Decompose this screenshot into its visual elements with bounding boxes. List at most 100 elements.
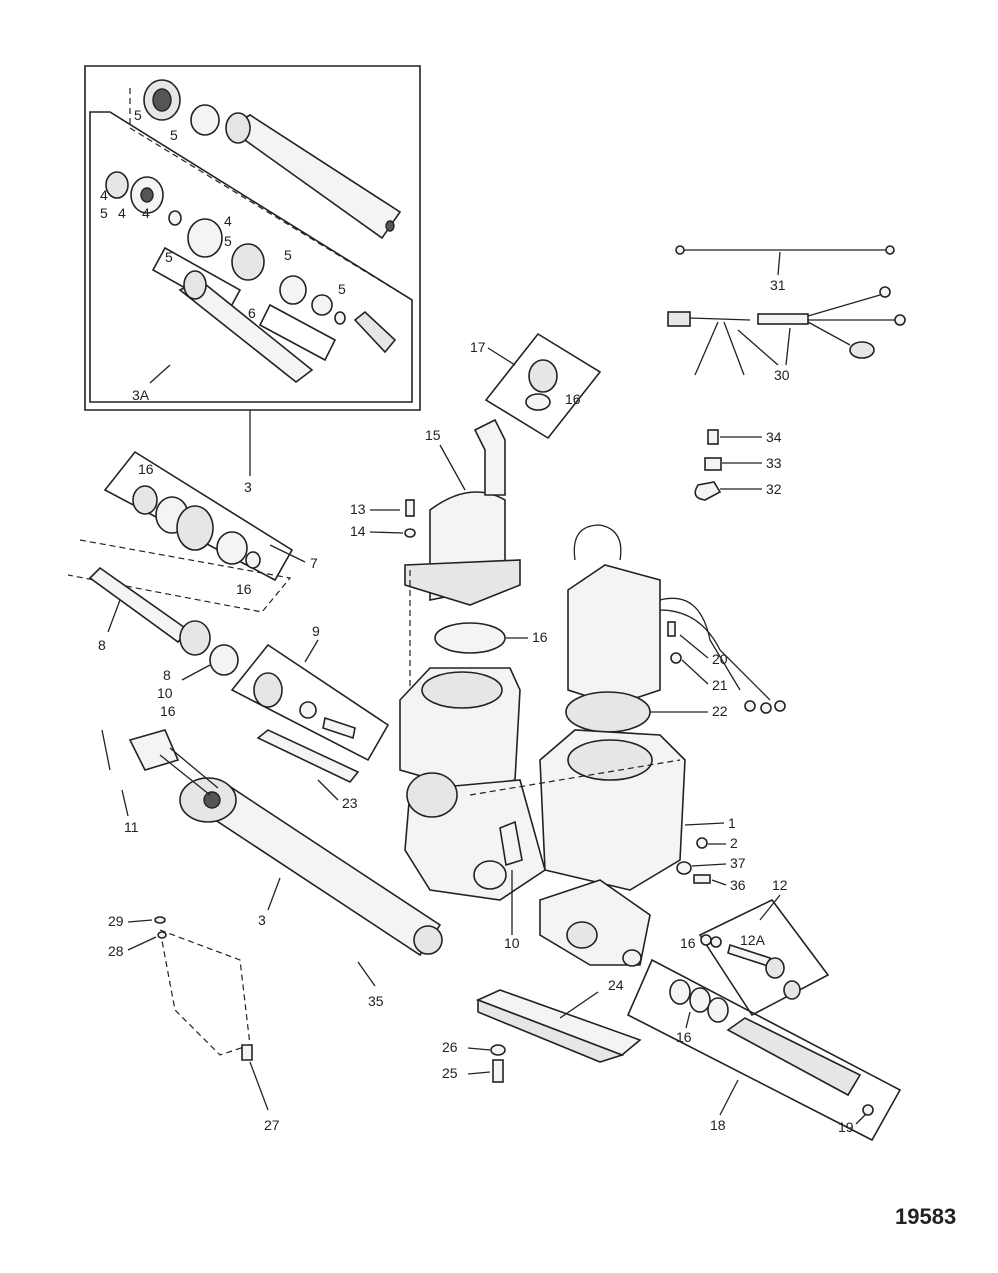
callout-34: 34: [766, 429, 782, 445]
callout-12A: 12A: [740, 932, 766, 948]
screw-28: [157, 931, 167, 939]
callout-4: 4: [100, 187, 108, 203]
o-ring-8: [209, 644, 239, 676]
washer-14: [404, 528, 416, 538]
pump-body: 1 2 37 36: [399, 667, 746, 967]
figure-number: 19583: [895, 1204, 956, 1229]
valve-body: [231, 243, 265, 281]
vent-tube: [473, 418, 506, 496]
callout-1: 1: [728, 815, 736, 831]
harness-sleeve: [757, 313, 809, 325]
callout-21: 21: [712, 677, 728, 693]
callout-10: 10: [504, 935, 520, 951]
screw-25: [492, 1059, 504, 1083]
callout-14: 14: [350, 523, 366, 539]
push-rod: [88, 566, 190, 644]
fill-plug: [528, 359, 558, 393]
callout-16: 16: [138, 461, 154, 477]
callout-15: 15: [425, 427, 441, 443]
callout-5: 5: [134, 107, 142, 123]
cylinder-tube: [226, 114, 402, 240]
callout-4: 4: [118, 205, 126, 221]
callout-16: 16: [236, 581, 252, 597]
valve-kit-7-box: [103, 450, 294, 582]
check-valve-screw: [322, 716, 356, 740]
callout-32: 32: [766, 481, 782, 497]
small-kit-box-6: [258, 303, 337, 362]
valve-cartridge: [726, 1017, 862, 1097]
callout-26: 26: [442, 1039, 458, 1055]
callout-3: 3: [258, 912, 266, 928]
valve-stem-12A: [727, 943, 771, 968]
callout-7: 7: [310, 555, 318, 571]
callout-4: 4: [142, 205, 150, 221]
nut-33: [704, 457, 722, 471]
callout-36: 36: [730, 877, 746, 893]
valve-kit-18: 16 18 19: [626, 958, 902, 1142]
callout-16: 16: [160, 703, 176, 719]
harness-hardware: 34 33 32: [694, 429, 782, 501]
callout-4: 4: [224, 213, 232, 229]
rod-end: [353, 310, 397, 354]
callout-3: 3: [244, 479, 252, 495]
callout-27: 27: [264, 1117, 280, 1133]
callout-8: 8: [163, 667, 171, 683]
callout-28: 28: [108, 943, 124, 959]
callout-29: 29: [108, 913, 124, 929]
valve-kit-18-box: [626, 958, 902, 1142]
callout-35: 35: [368, 993, 384, 1009]
callout-8: 8: [98, 637, 106, 653]
valve-kit-12-box: [698, 898, 830, 1017]
valve-kit-9-box: [230, 643, 390, 762]
callout-17: 17: [470, 339, 486, 355]
callout-11: 11: [124, 819, 139, 835]
cylinder-kit-group: [84, 65, 421, 411]
callout-37: 37: [730, 855, 746, 871]
valve-kit-7: 16 7 16: [103, 450, 318, 597]
clip-32: [694, 481, 722, 501]
bracket-outline: [159, 929, 251, 1056]
callout-25: 25: [442, 1065, 458, 1081]
washer-37: [676, 861, 692, 875]
valve-kit-9: 9: [230, 623, 390, 762]
screw-36: [693, 874, 711, 884]
o-ring-b: [689, 987, 711, 1013]
rod-kit-8: 8 8 10 16: [67, 539, 292, 719]
seal-ring: [105, 171, 129, 199]
wiring-harness: 31 30: [667, 245, 906, 383]
callout-5: 5: [100, 205, 108, 221]
motor-base: [565, 691, 651, 733]
callout-2: 2: [730, 835, 738, 851]
callout-16: 16: [680, 935, 696, 951]
plug-19: [862, 1104, 874, 1116]
fill-plug-kit-box: [484, 332, 602, 440]
callout-24: 24: [608, 977, 624, 993]
callout-30: 30: [774, 367, 790, 383]
cylinder-kit-inner-frame: [89, 111, 413, 403]
screw-27: [241, 1044, 253, 1061]
callout-31: 31: [770, 277, 786, 293]
fill-plug-kit: 17 16: [470, 332, 602, 440]
callout-5: 5: [224, 233, 232, 249]
nut-29: [154, 916, 166, 924]
callout-10: 10: [157, 685, 173, 701]
callout-5: 5: [284, 247, 292, 263]
callout-20: 20: [712, 651, 728, 667]
callout-22: 22: [712, 703, 728, 719]
callout-9: 9: [312, 623, 320, 639]
plug-2: [696, 837, 708, 849]
motor-lead-loop: [573, 524, 622, 561]
pin-23: [256, 729, 360, 783]
callout-23: 23: [342, 795, 358, 811]
callout-5: 5: [338, 281, 346, 297]
callout-13: 13: [350, 501, 366, 517]
callout-16: 16: [565, 391, 581, 407]
o-ring-16: [434, 622, 506, 654]
o-ring-top: [190, 104, 220, 136]
rod-kit-8-outline: [67, 539, 292, 613]
screw-34: [707, 429, 719, 445]
harness-connector: [667, 311, 691, 327]
seal-kit-dashed-outline: [129, 88, 413, 301]
o-ring-c: [707, 997, 729, 1023]
